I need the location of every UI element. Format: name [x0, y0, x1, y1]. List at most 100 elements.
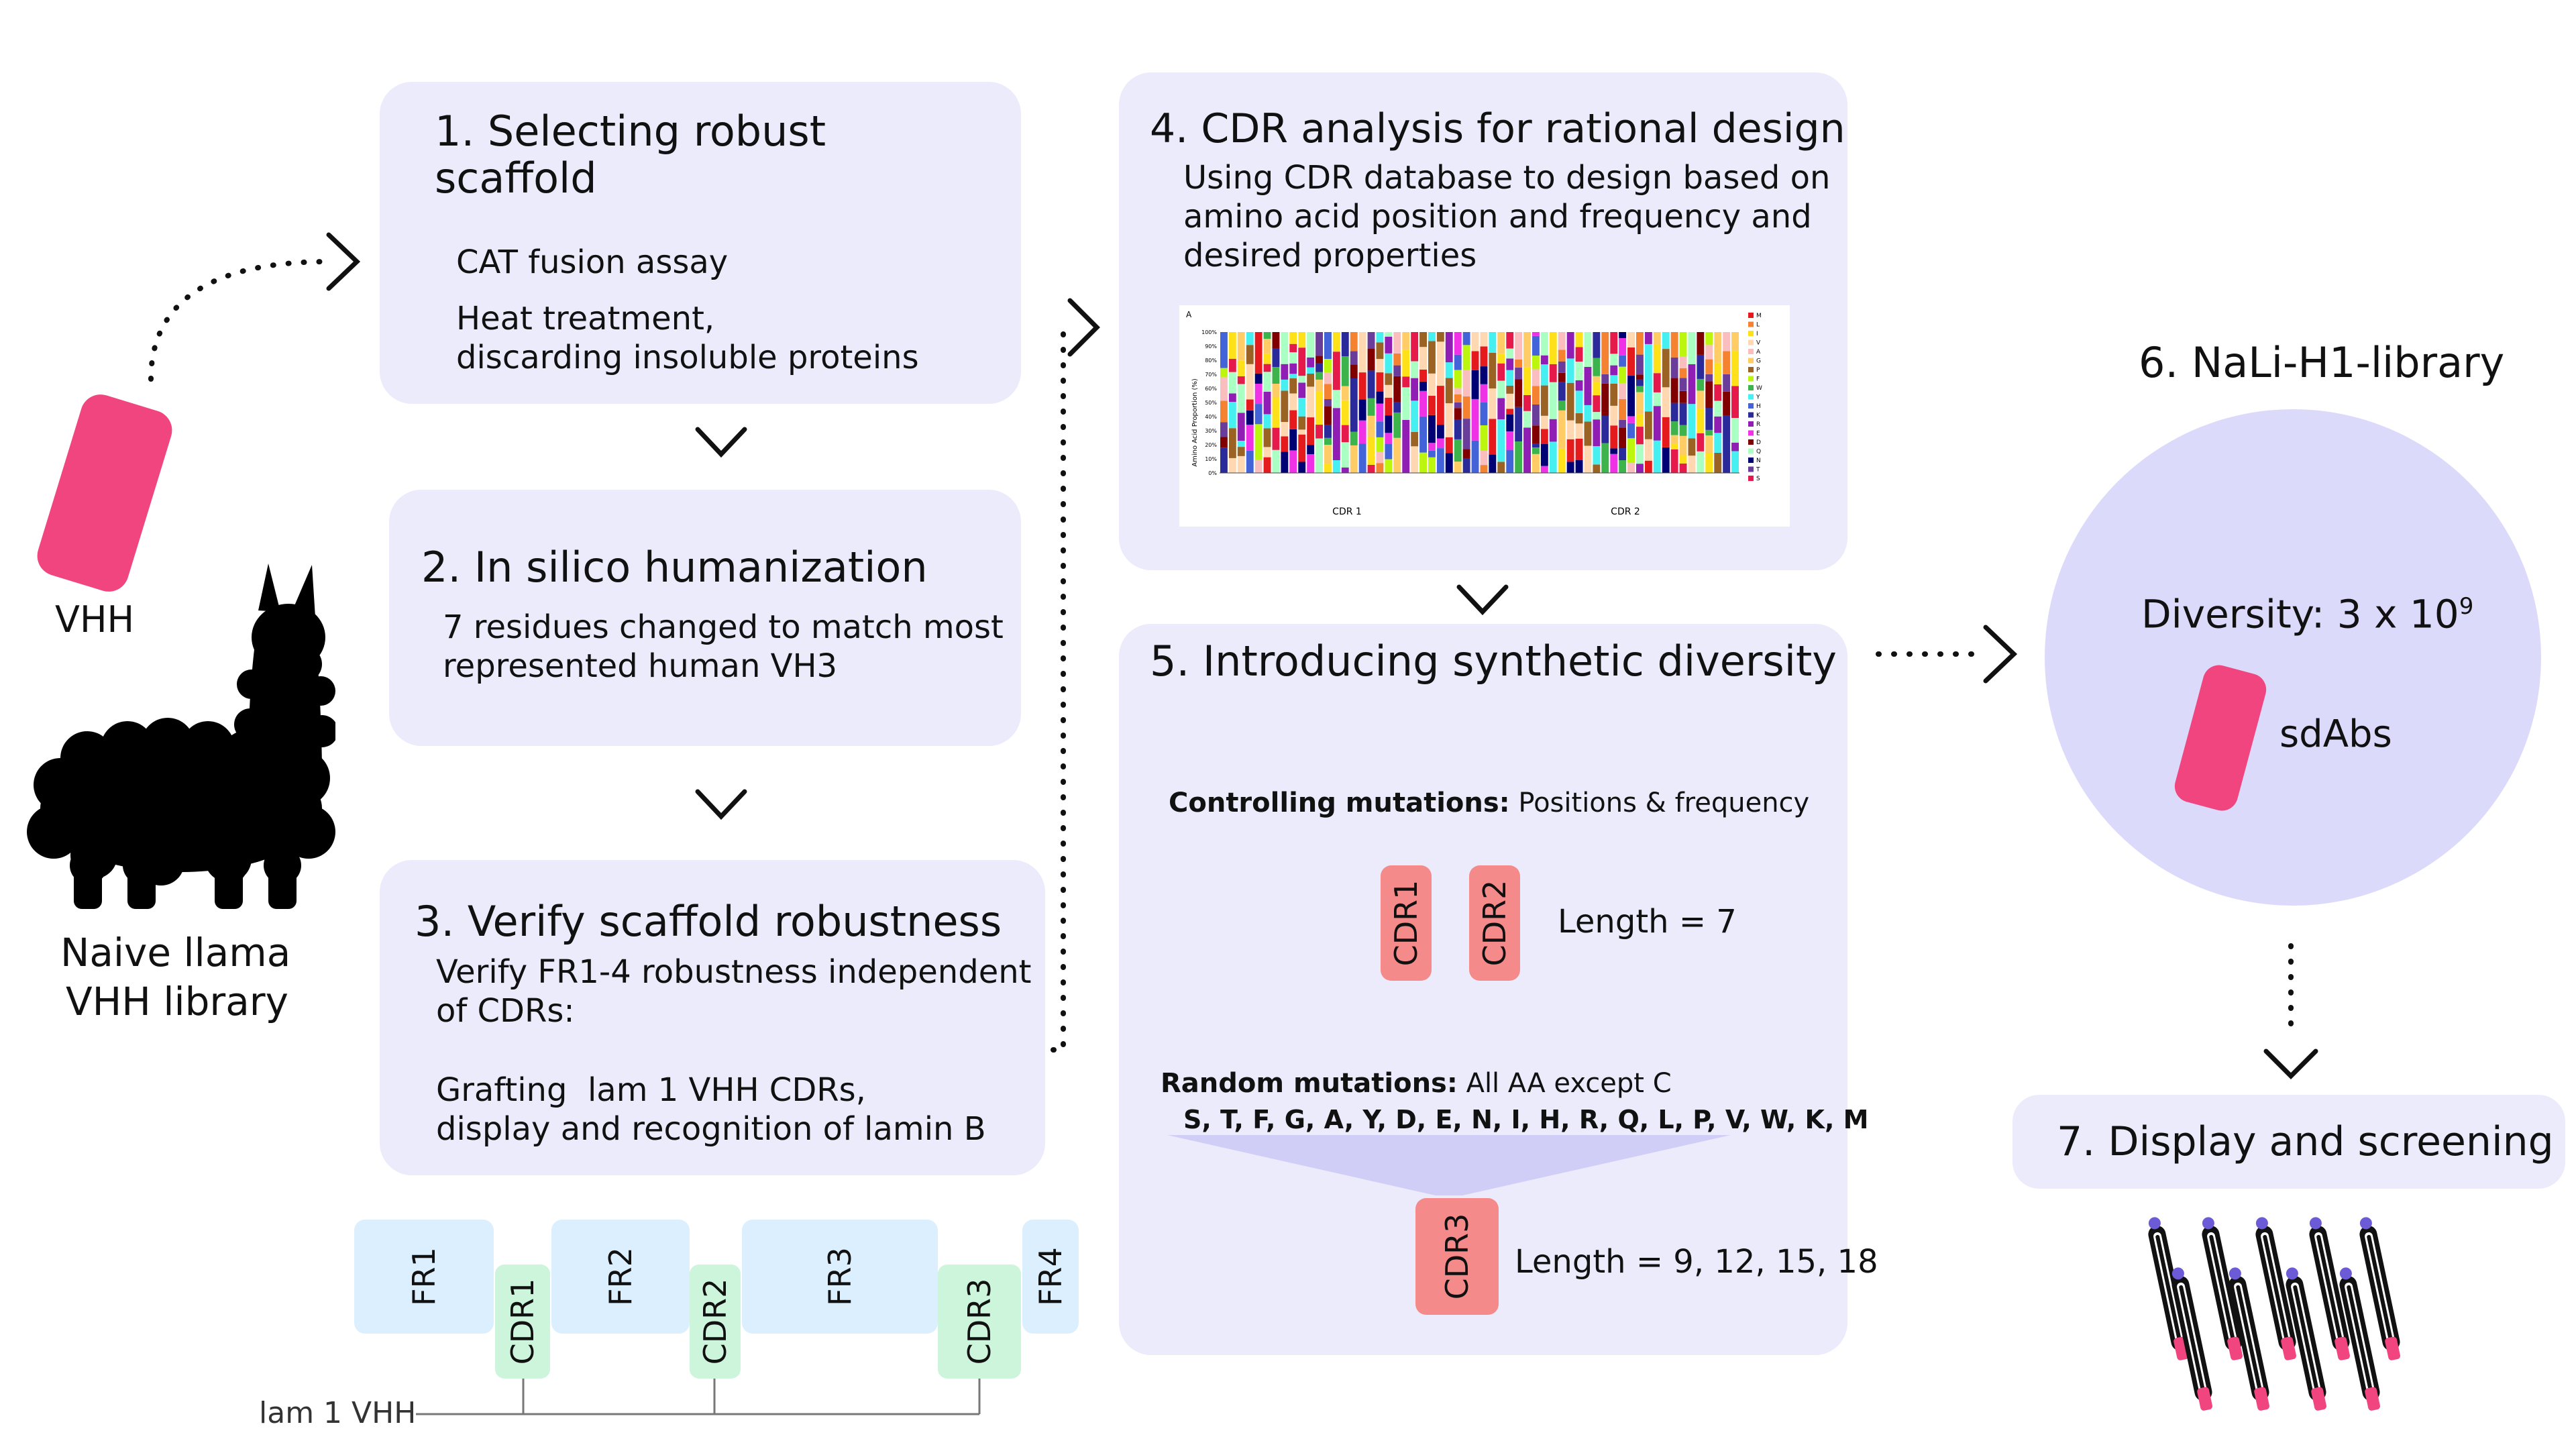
chart-bar-segment — [1402, 332, 1410, 350]
chart-bar-segment — [1714, 400, 1722, 417]
chart-bar-segment — [1385, 433, 1393, 444]
chart-bar-segment — [1281, 451, 1289, 473]
chart-bar-segment — [1497, 332, 1505, 354]
step3-box — [380, 860, 1045, 1175]
chart-bar-segment — [1540, 415, 1548, 429]
chart-bar-segment — [1636, 414, 1644, 427]
chart-bar-segment — [1237, 413, 1245, 441]
step3-body2-line2: display and recognition of lamin B — [436, 1110, 986, 1148]
chart-bar-segment — [1558, 448, 1566, 473]
chart-bar-segment — [1610, 354, 1618, 366]
chart-group-label-cdr2: CDR 2 — [1611, 506, 1640, 517]
chart-bar-segment — [1324, 464, 1332, 473]
chart-bar-segment — [1462, 449, 1470, 459]
chart-bar-segment — [1506, 409, 1514, 415]
chart-bar-segment — [1679, 368, 1687, 378]
chart-bar-segment — [1549, 382, 1557, 419]
chart-bar-segment — [1411, 446, 1419, 473]
chart-bar-segment — [1454, 419, 1462, 439]
chart-y-tick-label: 80% — [1205, 358, 1217, 364]
chart-bar-segment — [1263, 392, 1271, 415]
fr1-label: FR1 — [406, 1247, 442, 1306]
chart-bar-segment — [1298, 347, 1306, 376]
chart-bar-segment — [1480, 366, 1488, 384]
chart-bar-segment — [1575, 347, 1583, 362]
step5-controlling-mutations: Controlling mutations: Positions & frequ… — [1169, 786, 1809, 820]
chart-bar-segment — [1367, 415, 1375, 437]
chart-bar-segment — [1619, 447, 1627, 460]
chart-bar-segment — [1662, 349, 1670, 388]
chart-legend-label: T — [1756, 467, 1760, 474]
cdr2-label: CDR2 — [697, 1278, 733, 1365]
chart-bar-segment — [1220, 377, 1228, 401]
chart-bar-segment — [1558, 372, 1566, 382]
step1-heat-line1: Heat treatment, — [456, 300, 715, 337]
chart-bar-segment — [1506, 358, 1514, 370]
chart-bar-segment — [1619, 399, 1627, 420]
chart-bar-segment — [1324, 437, 1332, 445]
chart-bar-segment — [1263, 339, 1271, 354]
fr3-domain — [742, 1220, 938, 1334]
chart-bar-segment — [1506, 385, 1514, 394]
chart-bar-segment — [1619, 460, 1627, 473]
chart-bar-segment — [1350, 445, 1358, 473]
chart-bar-segment — [1263, 332, 1271, 339]
chart-bar-segment — [1263, 457, 1271, 473]
chart-bar-segment — [1367, 465, 1375, 473]
chart-bar-segment — [1610, 383, 1618, 406]
chart-bar-segment — [1480, 450, 1488, 466]
chart-bar-segment — [1540, 355, 1548, 365]
chart-bar-segment — [1610, 332, 1618, 354]
chart-bar-segment — [1679, 425, 1687, 436]
chart-bar-segment — [1679, 402, 1687, 425]
chart-bar-segment — [1558, 382, 1566, 401]
library-circle — [2045, 409, 2541, 906]
step2-body-line2: represented human VH3 — [443, 647, 838, 685]
chart-bar-segment — [1358, 332, 1366, 373]
chart-bar-segment — [1263, 372, 1271, 392]
step5-length7: Length = 7 — [1558, 903, 1737, 941]
chart-legend-swatch — [1748, 403, 1754, 409]
chart-bar-segment — [1523, 411, 1531, 428]
chart-bar-segment — [1506, 431, 1514, 450]
chart-bar-segment — [1298, 434, 1306, 462]
chart-bar-segment — [1549, 332, 1557, 364]
chart-bar-segment — [1445, 362, 1453, 378]
step3-body2-line1: Grafting lam 1 VHH CDRs, — [436, 1071, 866, 1109]
chart-bar-segment — [1697, 451, 1705, 473]
chart-bar-segment — [1246, 450, 1254, 473]
chart-bar-segment — [1445, 437, 1453, 453]
chart-bar-segment — [1558, 400, 1566, 411]
chart-bar-segment — [1471, 332, 1479, 352]
chart-bar-segment — [1358, 399, 1366, 421]
step1-heat-line2: discarding insoluble proteins — [456, 339, 919, 376]
chart-bar-segment — [1497, 462, 1505, 473]
step4-body-line2: amino acid position and frequency and — [1183, 198, 1812, 235]
chart-bar-segment — [1731, 451, 1739, 473]
chart-bar-segment — [1237, 332, 1245, 361]
chart-bar-segment — [1593, 358, 1601, 376]
chart-bar-segment — [1610, 425, 1618, 449]
chart-bar-segment — [1515, 332, 1523, 360]
chart-bar-segment — [1316, 356, 1323, 363]
chart-bar-segment — [1489, 454, 1497, 473]
chart-bar-segment — [1307, 357, 1315, 368]
chart-bar-segment — [1584, 445, 1592, 473]
chart-bar-segment — [1298, 332, 1306, 348]
chart-y-tick-label: 40% — [1205, 414, 1217, 420]
chart-bar-segment — [1593, 464, 1601, 473]
chart-bar-segment — [1316, 379, 1323, 392]
chart-bar-segment — [1436, 448, 1444, 473]
chart-bar-segment — [1575, 332, 1583, 347]
fr1-domain — [354, 1220, 494, 1334]
chart-bar-segment — [1341, 386, 1349, 400]
chart-bar-segment — [1653, 392, 1661, 407]
step4-title: 4. CDR analysis for rational design — [1150, 105, 1845, 152]
chart-y-ticks: 100%90%80%70%60%50%40%30%20%10%0% — [1201, 329, 1217, 476]
chart-bar-segment — [1705, 332, 1713, 345]
chart-bar-segment — [1462, 458, 1470, 473]
chart-bar-segment — [1471, 440, 1479, 473]
chart-bar-segment — [1307, 454, 1315, 473]
chart-legend-label: A — [1756, 349, 1761, 356]
chart-bar-segment — [1636, 464, 1644, 473]
